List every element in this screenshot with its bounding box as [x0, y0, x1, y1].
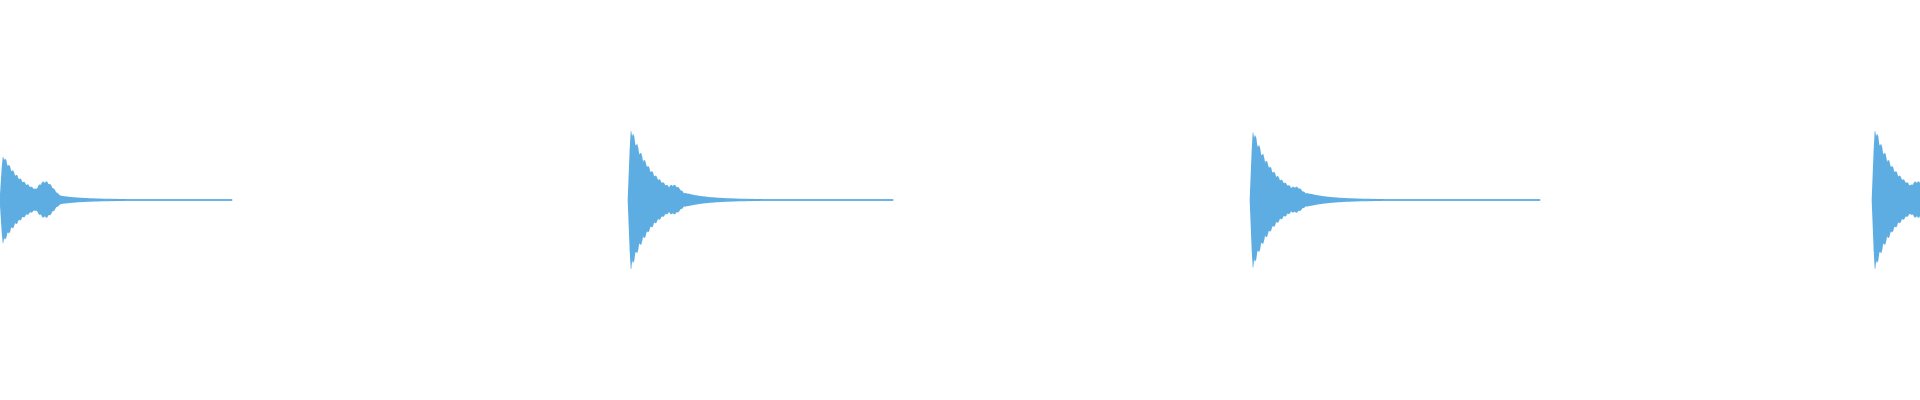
waveform-clip-2[interactable]: [627, 131, 894, 269]
waveform-clip-4[interactable]: [1871, 131, 1920, 269]
waveform-clip-3[interactable]: [1249, 132, 1541, 268]
waveform-clip-1[interactable]: [0, 156, 233, 244]
